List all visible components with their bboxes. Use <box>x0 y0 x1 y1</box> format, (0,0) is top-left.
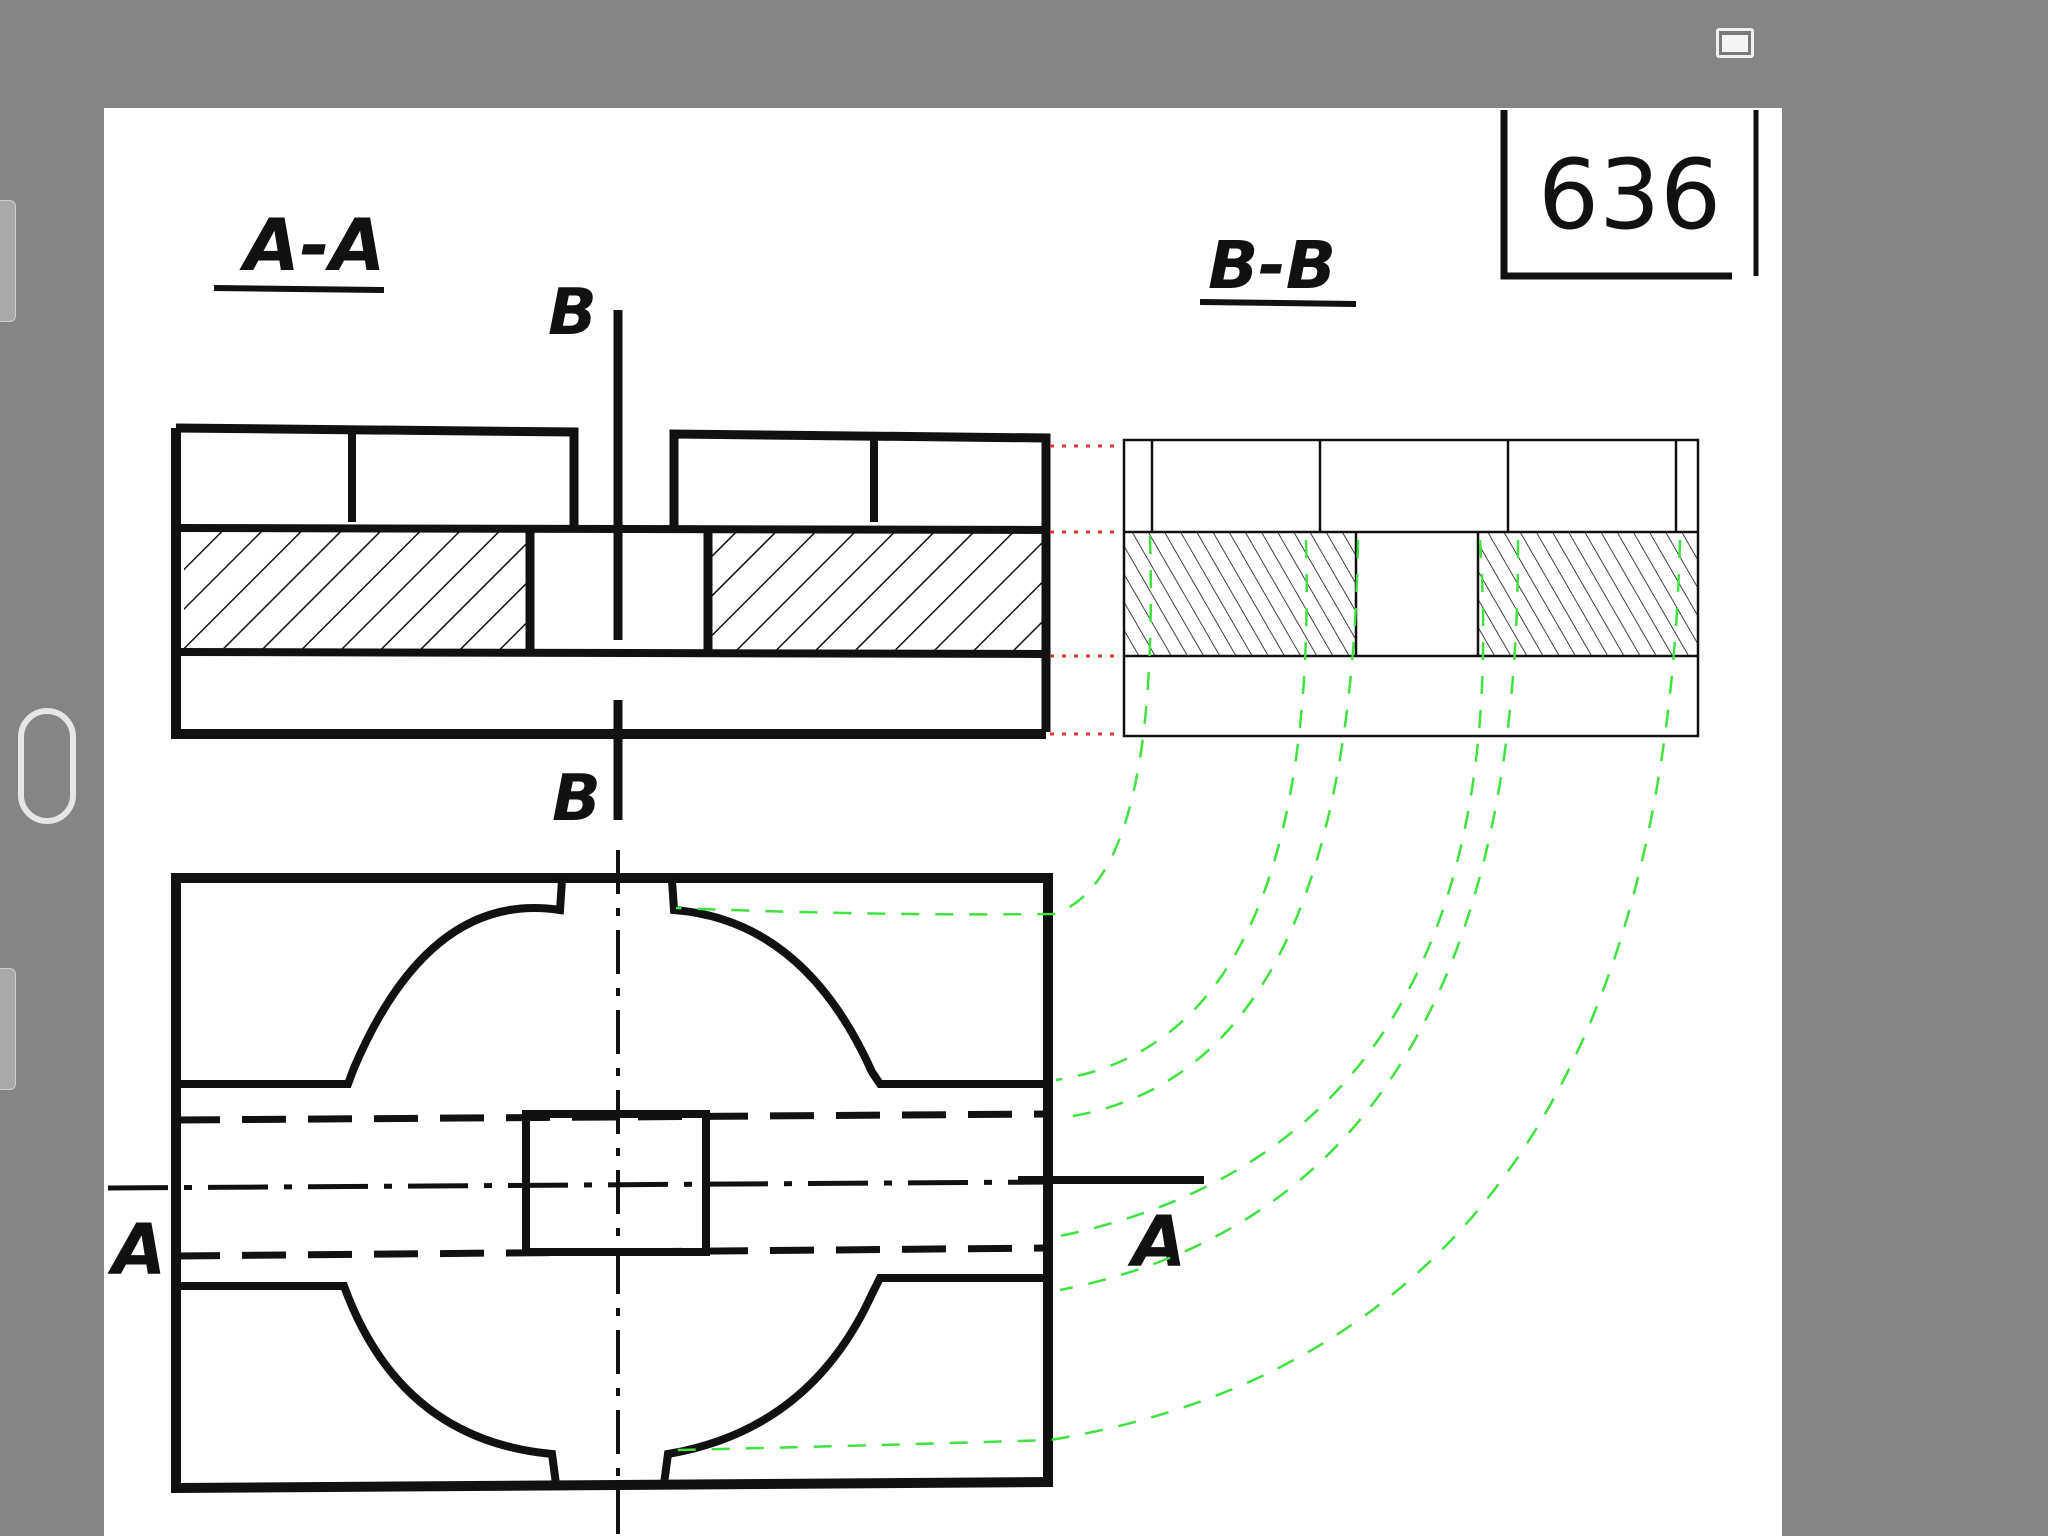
projection-lines <box>1050 444 1120 736</box>
drawing-sheet <box>104 108 1782 1536</box>
sheet-number: 636 <box>1538 139 1721 251</box>
cut-label-b-bottom: B <box>552 762 601 836</box>
section-aa-title: A-A <box>239 203 385 287</box>
section-bb-underline <box>1199 299 1357 307</box>
aa-hatch-right <box>708 528 1046 652</box>
section-aa-view <box>171 310 1051 820</box>
section-bb-view <box>1122 438 1700 738</box>
cut-label-a-left: A <box>107 1209 166 1291</box>
section-aa-underline <box>213 285 385 293</box>
plan-view <box>107 850 1204 1536</box>
sheet-number-box: 636 <box>1500 110 1759 280</box>
section-bb-title: B-B <box>1208 227 1336 304</box>
aa-hatch-left <box>184 528 530 652</box>
left-edge-tab-top[interactable] <box>0 200 16 322</box>
construction-arcs <box>675 535 1682 1452</box>
left-edge-tab-bottom[interactable] <box>0 968 16 1090</box>
window-toggle-icon[interactable] <box>1716 28 1754 58</box>
cut-label-b-top: B <box>548 276 597 350</box>
drag-handle-icon[interactable] <box>18 708 76 824</box>
